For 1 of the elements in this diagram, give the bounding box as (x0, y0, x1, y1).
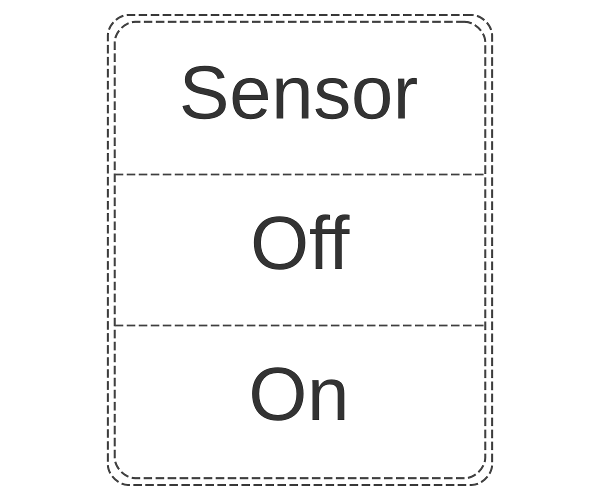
node-box: Sensor Off On (106, 14, 493, 486)
